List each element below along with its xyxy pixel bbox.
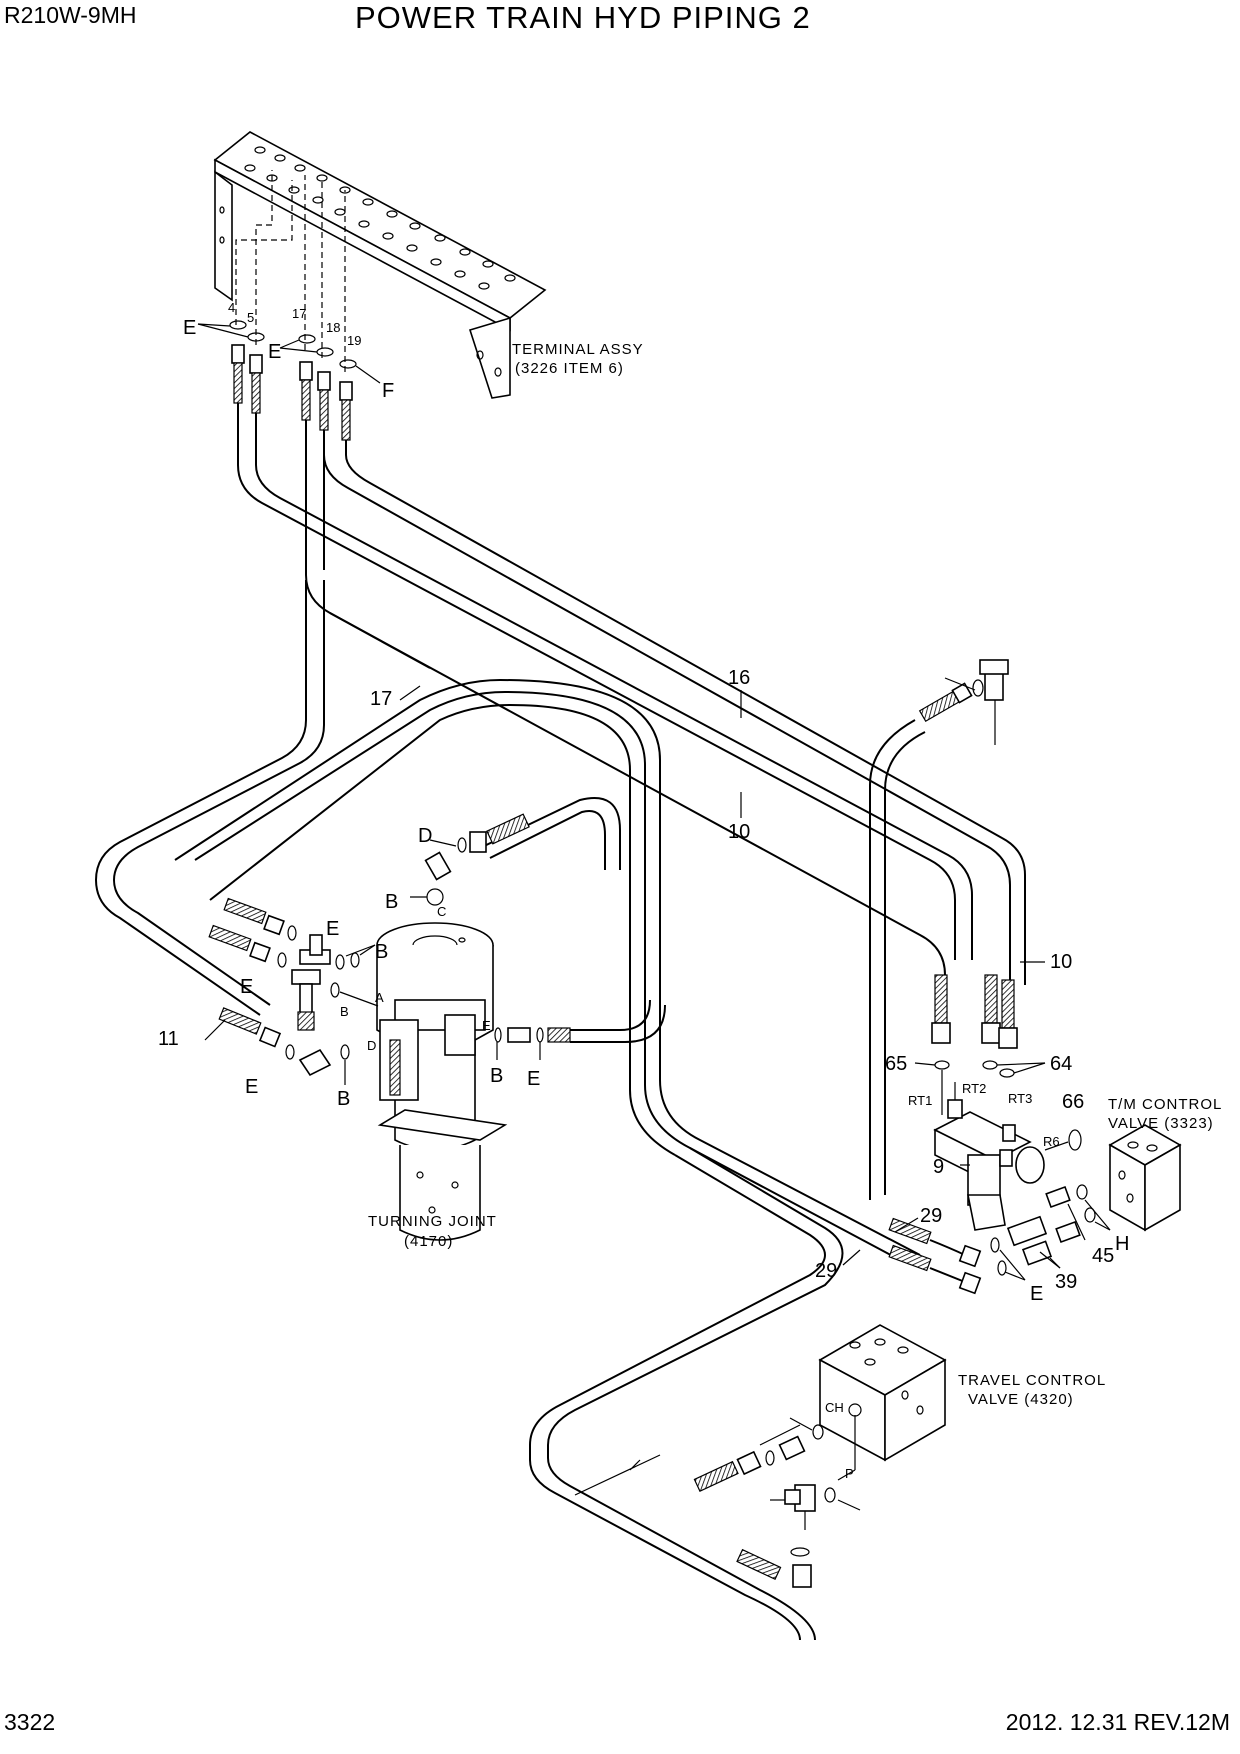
page-number: 3322 — [4, 1709, 56, 1735]
revision-date: 2012. 12.31 REV.12M — [1005, 1709, 1230, 1735]
terminal-hose-ends — [231, 344, 353, 441]
turning-joint — [376, 922, 508, 1241]
port-rt1: RT1 — [908, 1093, 932, 1108]
callout-b-bottom: B — [337, 1088, 350, 1110]
tm-valve-label-1: T/M CONTROL — [1108, 1096, 1222, 1113]
callout-39: 39 — [1055, 1271, 1077, 1293]
page-title: POWER TRAIN HYD PIPING 2 — [355, 0, 811, 35]
model-number: R210W-9MH — [4, 2, 137, 28]
callout-e-left-3: E — [245, 1076, 258, 1098]
port-c: C — [437, 904, 446, 919]
callout-e-bottom-right: E — [1030, 1283, 1043, 1305]
callout-65: 65 — [885, 1053, 907, 1075]
callout-d: D — [418, 825, 432, 847]
callout-e-terminal-2: E — [268, 341, 281, 363]
port-d: D — [367, 1038, 376, 1053]
hose-runs — [94, 403, 1026, 1641]
callout-18: 18 — [326, 320, 340, 335]
turning-joint-fittings — [204, 813, 571, 1085]
callout-5: 5 — [247, 310, 254, 325]
callout-29-lower: 29 — [815, 1260, 837, 1282]
travel-valve-fittings — [574, 1415, 861, 1588]
terminal-assy-label-1: TERMINAL ASSY — [512, 341, 644, 358]
callout-e-left-1: E — [326, 918, 339, 940]
callout-17: 17 — [370, 688, 392, 710]
travel-valve-label-1: TRAVEL CONTROL — [958, 1372, 1106, 1389]
terminal-assy-bracket — [213, 131, 547, 399]
callout-10: 10 — [728, 821, 750, 843]
port-rt2: RT2 — [962, 1081, 986, 1096]
callout-b-right: B — [490, 1065, 503, 1087]
callout-64: 64 — [1050, 1053, 1072, 1075]
port-rt3: RT3 — [1008, 1091, 1032, 1106]
callout-29-upper: 29 — [920, 1205, 942, 1227]
terminal-o-rings — [197, 320, 381, 384]
callout-9: 9 — [933, 1156, 944, 1178]
port-a: A — [375, 990, 384, 1005]
callout-10-right: 10 — [1050, 951, 1072, 973]
callout-h: H — [1115, 1233, 1129, 1255]
callout-16: 16 — [728, 667, 750, 689]
turning-joint-label-2: (4170) — [404, 1233, 453, 1250]
callout-b-left: B — [375, 941, 388, 963]
travel-control-valve — [818, 1324, 947, 1462]
callout-e-left-2: E — [240, 976, 253, 998]
callout-4: 4 — [228, 300, 235, 315]
tm-valve-fittings — [888, 1184, 1111, 1295]
block-9-assembly — [933, 1082, 1082, 1231]
callout-17-terminal: 17 — [292, 306, 306, 321]
tm-control-valve — [1108, 1124, 1182, 1232]
callout-11: 11 — [158, 1028, 179, 1050]
callout-f: F — [382, 380, 394, 402]
callout-e-right: E — [527, 1068, 540, 1090]
callout-b-top: B — [385, 891, 398, 913]
callout-45: 45 — [1092, 1245, 1114, 1267]
tee-fitting-upper-right — [918, 659, 1009, 745]
tm-valve-label-2: VALVE (3323) — [1108, 1115, 1214, 1132]
terminal-assy-label-2: (3226 ITEM 6) — [515, 360, 624, 377]
callout-66: 66 — [1062, 1091, 1084, 1113]
right-hose-ends — [914, 974, 1046, 1115]
port-ch: CH — [825, 1400, 844, 1415]
port-b: B — [340, 1004, 349, 1019]
callout-e-terminal: E — [183, 317, 196, 339]
turning-joint-label-1: TURNING JOINT — [368, 1213, 497, 1230]
callout-19: 19 — [347, 333, 361, 348]
travel-valve-label-2: VALVE (4320) — [968, 1391, 1074, 1408]
port-r6: R6 — [1043, 1134, 1060, 1149]
port-e: E — [482, 1018, 491, 1033]
